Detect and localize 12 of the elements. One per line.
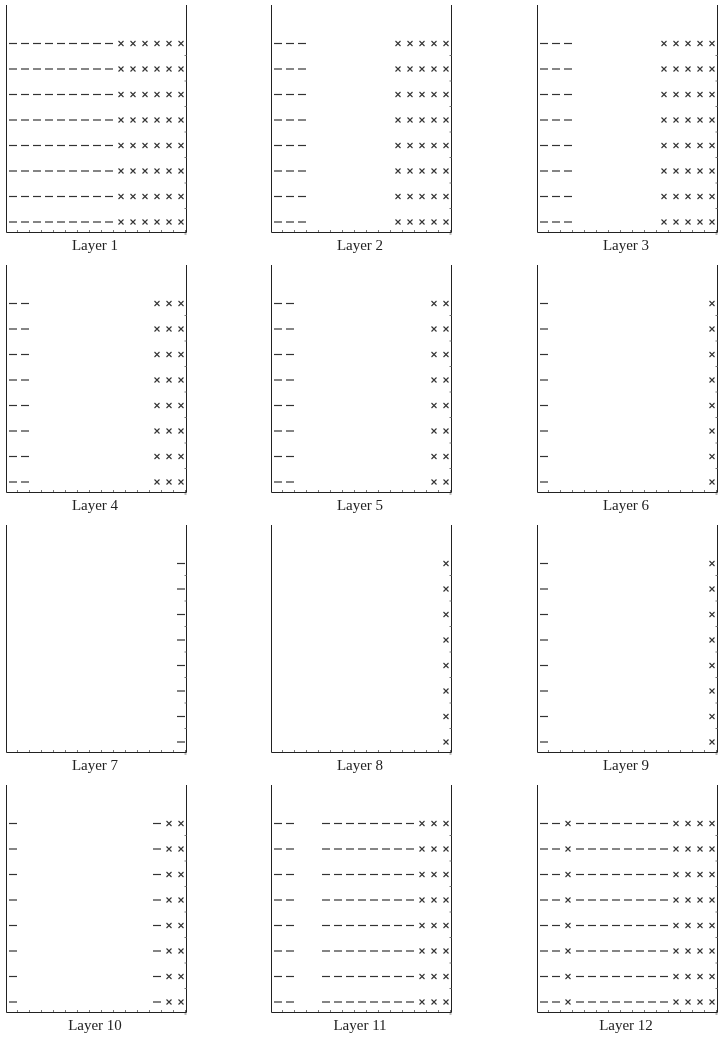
- layer-label: Layer 7: [70, 757, 120, 774]
- layer-label: Layer 8: [335, 757, 385, 774]
- layer-label: Layer 6: [601, 497, 651, 514]
- layer-label: Layer 2: [335, 237, 385, 254]
- layer-label: Layer 10: [67, 1017, 123, 1034]
- layer-label: Layer 11: [332, 1017, 388, 1034]
- layer-label: Layer 9: [601, 757, 651, 774]
- layer-label: Layer 5: [335, 497, 385, 514]
- layer-label: Layer 1: [70, 237, 120, 254]
- layer-label: Layer 4: [70, 497, 120, 514]
- layer-label: Layer 3: [601, 237, 651, 254]
- layer-label: Layer 12: [598, 1017, 654, 1034]
